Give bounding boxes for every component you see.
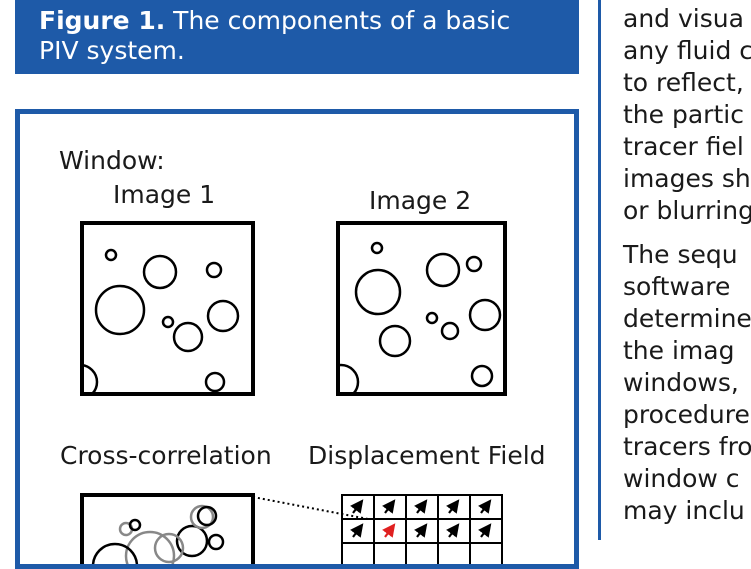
vector-arrow <box>350 523 364 538</box>
particle <box>370 241 384 255</box>
crosscorr-label: Cross-correlation <box>60 441 272 470</box>
particle <box>440 321 460 341</box>
particle <box>378 324 412 358</box>
particle <box>196 505 218 527</box>
crosscorr-frame <box>80 493 255 564</box>
figure-number: Figure 1. <box>39 6 166 35</box>
image1-label: Image 1 <box>113 180 216 209</box>
vector-arrow <box>414 523 428 538</box>
body-line: the imag <box>623 336 735 365</box>
particle <box>470 364 494 388</box>
vector-arrow <box>350 499 364 514</box>
body-line: software <box>623 272 731 301</box>
particle <box>142 254 178 290</box>
particle <box>82 363 99 394</box>
body-line: windows, <box>623 368 739 397</box>
vector-arrow <box>446 499 460 514</box>
body-line: determine <box>623 304 751 333</box>
caption-line-2: PIV system. <box>39 36 185 65</box>
body-line: the partic <box>623 100 744 129</box>
particle <box>172 321 204 353</box>
particle <box>354 268 402 316</box>
particle <box>207 533 225 551</box>
particle <box>425 311 439 325</box>
vector-arrow <box>478 499 492 514</box>
particle <box>94 284 146 336</box>
caption-line-1: Figure 1. The components of a basic <box>39 6 510 35</box>
vector-arrow <box>446 523 460 538</box>
particle <box>204 371 226 393</box>
body-line: may inclu <box>623 496 745 525</box>
vector-arrow <box>414 499 428 514</box>
piv-figure: Window: Image 1 Image 2 Cross-correlatio… <box>15 109 579 569</box>
body-line: to reflect, <box>623 68 744 97</box>
particle <box>189 504 215 530</box>
piv-diagram <box>80 199 507 564</box>
particle <box>128 518 142 532</box>
caption-text-1: The components of a basic <box>165 6 511 35</box>
body-line: images sh <box>623 164 751 193</box>
correlation-connector <box>252 496 369 520</box>
particle <box>91 542 139 564</box>
body-line: or blurring <box>623 196 751 225</box>
body-line: any fluid c <box>623 36 751 65</box>
particle <box>465 255 483 273</box>
body-line: window c <box>623 464 740 493</box>
displacement-label: Displacement Field <box>308 441 546 470</box>
article-body-column: and visua any fluid c to reflect, the pa… <box>598 0 751 540</box>
window-label: Window: <box>59 146 165 175</box>
particle <box>191 199 213 221</box>
particle <box>425 252 461 288</box>
figure-caption: Figure 1. The components of a basic PIV … <box>15 0 579 74</box>
body-line: The sequ <box>623 240 738 269</box>
image2-label: Image 2 <box>369 186 472 215</box>
body-line: tracers fro <box>623 432 751 461</box>
body-line: and visua <box>623 4 744 33</box>
particle <box>161 315 175 329</box>
body-line: procedure <box>623 400 750 429</box>
displacement-vectors <box>350 499 492 538</box>
particle <box>205 261 223 279</box>
particle <box>104 248 118 262</box>
body-line: tracer fiel <box>623 132 744 161</box>
vector-arrow <box>382 499 396 514</box>
particle <box>338 363 360 394</box>
vector-arrow <box>478 523 492 538</box>
highlighted-vector-arrow <box>382 523 396 538</box>
image2-frame <box>336 221 507 396</box>
particle <box>124 530 176 564</box>
image1-frame <box>80 199 255 396</box>
particle <box>468 298 502 332</box>
particle <box>206 299 240 333</box>
